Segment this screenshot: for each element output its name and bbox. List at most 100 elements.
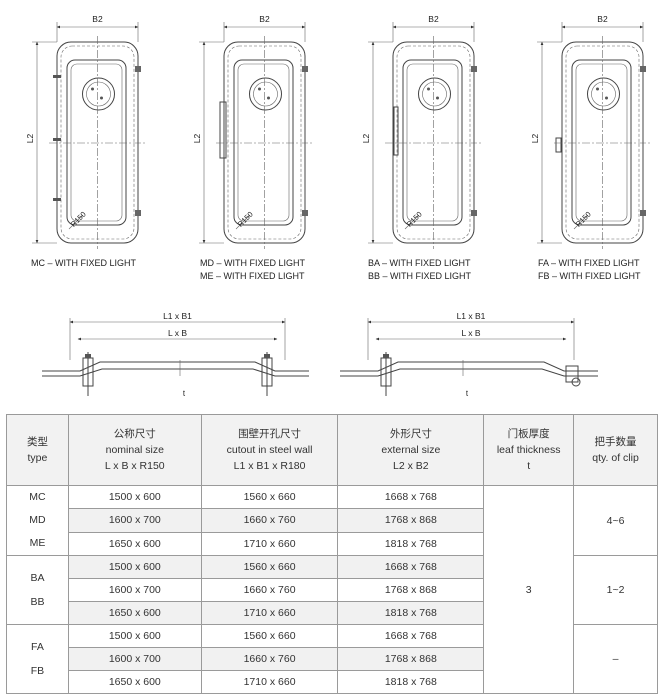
inner-dimension-label: L x B bbox=[168, 328, 187, 338]
window-bolt bbox=[436, 96, 439, 100]
radius-label: R150 bbox=[405, 210, 424, 229]
clip-nut bbox=[264, 354, 270, 358]
window-outer-ring bbox=[418, 77, 451, 111]
hinge-detail bbox=[565, 365, 579, 383]
radius-label: R150 bbox=[69, 210, 88, 229]
window-bolt bbox=[267, 96, 270, 100]
hinge bbox=[302, 66, 308, 72]
nominal-cell: 1600 x 700 bbox=[67, 647, 202, 671]
external-cell: 1668 x 768 bbox=[337, 624, 485, 648]
thickness-label: t bbox=[183, 389, 186, 398]
hinge bbox=[135, 66, 141, 72]
door-leaf-outline bbox=[66, 59, 127, 226]
clip-handle bbox=[53, 138, 61, 141]
hinge bbox=[471, 210, 477, 216]
nominal-cell: 1500 x 600 bbox=[67, 555, 202, 579]
door-caption-md-me: MD – WITH FIXED LIGHT ME – WITH FIXED LI… bbox=[200, 258, 306, 281]
door-caption-fa-fb: FA – WITH FIXED LIGHT FB – WITH FIXED LI… bbox=[538, 258, 641, 281]
outer-dimension-label: L1 x B1 bbox=[457, 311, 486, 321]
width-dimension-label: B2 bbox=[92, 14, 103, 24]
leaf-section-top bbox=[42, 361, 309, 372]
external-cell: 1668 x 768 bbox=[337, 555, 485, 579]
leaf-section-bottom bbox=[340, 368, 598, 377]
window-inner-ring bbox=[253, 81, 278, 107]
clip-nut bbox=[85, 354, 91, 358]
window-bolt bbox=[605, 96, 608, 100]
nominal-cell: 1650 x 600 bbox=[67, 531, 202, 557]
table-row: 1600 x 700 1660 x 760 1768 x 868 bbox=[7, 647, 658, 671]
door-leaf-inner bbox=[575, 63, 628, 222]
hinge-pin bbox=[571, 377, 581, 387]
width-dimension-label: B2 bbox=[597, 14, 608, 24]
door-elevation-0 bbox=[32, 22, 146, 249]
hinge bbox=[135, 210, 141, 216]
window-bolt bbox=[100, 96, 103, 100]
table-row: 1600 x 700 1660 x 760 1768 x 868 bbox=[7, 578, 658, 602]
cutout-cell: 1710 x 660 bbox=[200, 531, 339, 557]
cutout-cell: 1660 x 760 bbox=[200, 647, 339, 671]
external-cell: 1768 x 868 bbox=[337, 508, 485, 533]
door-leaf-inner bbox=[237, 63, 290, 222]
width-dimension-label: B2 bbox=[259, 14, 270, 24]
hinge bbox=[640, 66, 646, 72]
lever-handle bbox=[219, 101, 227, 159]
external-cell: 1668 x 768 bbox=[337, 484, 485, 510]
clip-handle bbox=[53, 198, 61, 201]
height-dimension-label: L2 bbox=[361, 134, 371, 144]
radius-leader bbox=[235, 214, 251, 230]
window-bolt bbox=[91, 87, 94, 91]
table-row: 1650 x 600 1710 x 660 1818 x 768 bbox=[7, 531, 658, 557]
hinge bbox=[302, 210, 308, 216]
cutout-cell: 1560 x 660 bbox=[200, 624, 339, 648]
window-bolt bbox=[258, 87, 261, 91]
height-dimension-label: L2 bbox=[25, 134, 35, 144]
hinge bbox=[640, 210, 646, 216]
door-leaf-outline bbox=[402, 59, 463, 226]
height-dimension-label: L2 bbox=[530, 134, 540, 144]
leaf-section-top bbox=[340, 361, 598, 372]
radius-leader bbox=[68, 214, 84, 230]
window-inner-ring bbox=[422, 81, 447, 107]
window-outer-ring bbox=[249, 77, 282, 111]
cutout-cell: 1560 x 660 bbox=[200, 555, 339, 579]
nominal-cell: 1600 x 700 bbox=[67, 508, 202, 533]
radius-leader bbox=[404, 214, 420, 230]
window-bolt bbox=[596, 87, 599, 91]
external-cell: 1818 x 768 bbox=[337, 531, 485, 557]
door-section-1 bbox=[340, 318, 598, 396]
door-leaf-outline bbox=[233, 59, 294, 226]
nominal-cell: 1600 x 700 bbox=[67, 578, 202, 602]
nominal-cell: 1500 x 600 bbox=[67, 484, 202, 510]
clips-cell: 4~6 bbox=[573, 485, 658, 556]
door-caption-mc: MC – WITH FIXED LIGHT bbox=[31, 258, 137, 268]
cutout-cell: 1560 x 660 bbox=[200, 484, 339, 510]
cutout-cell: 1660 x 760 bbox=[200, 578, 339, 602]
radius-label: R150 bbox=[236, 210, 255, 229]
table-row: 1600 x 700 1660 x 760 1768 x 868 bbox=[7, 508, 658, 533]
door-caption-ba-bb: BA – WITH FIXED LIGHT BB – WITH FIXED LI… bbox=[368, 258, 472, 281]
clip-handle bbox=[53, 75, 61, 78]
external-cell: 1818 x 768 bbox=[337, 601, 485, 625]
external-cell: 1768 x 868 bbox=[337, 647, 485, 671]
nominal-cell: 1650 x 600 bbox=[67, 670, 202, 694]
external-cell: 1818 x 768 bbox=[337, 670, 485, 694]
radius-label: R150 bbox=[574, 210, 593, 229]
window-outer-ring bbox=[587, 77, 620, 111]
door-leaf-outline bbox=[571, 59, 632, 226]
clip-nut bbox=[383, 354, 389, 358]
inner-dimension-label: L x B bbox=[461, 328, 480, 338]
height-dimension-label: L2 bbox=[192, 134, 202, 144]
door-leaf-inner bbox=[406, 63, 459, 222]
